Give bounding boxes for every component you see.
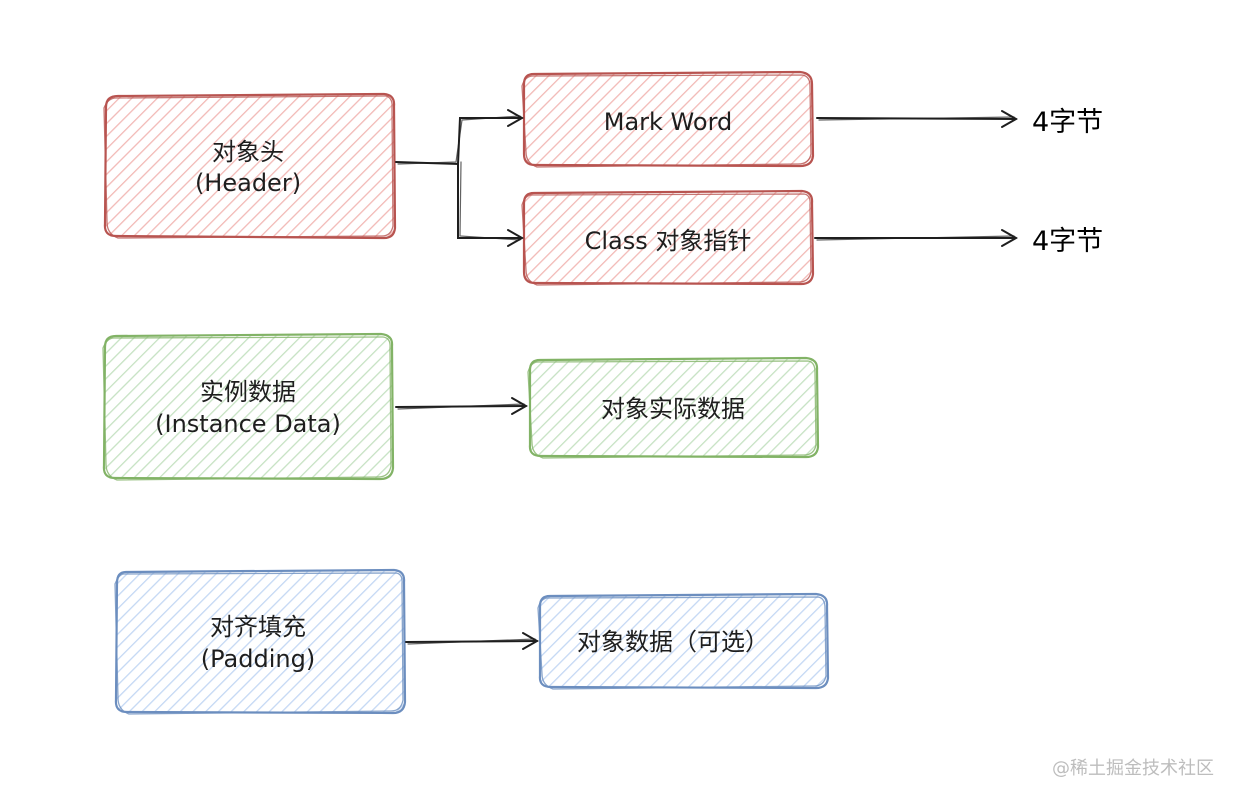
padding-data-label: 对象数据（可选） bbox=[577, 628, 769, 656]
instance-data-label-line1: 实例数据 bbox=[200, 378, 296, 406]
instance-actual-box-fill bbox=[529, 358, 818, 457]
instance-data-box-outline-2 bbox=[102, 336, 392, 481]
instance-actual-box-outline-2 bbox=[527, 360, 817, 459]
padding-box-outline-2 bbox=[114, 572, 404, 715]
arrow-mark-word-to-size bbox=[816, 110, 1019, 128]
mark-word-size-label: 4字节 bbox=[1032, 107, 1103, 138]
arrow-header-to-mark-word bbox=[395, 109, 525, 166]
instance-data-box: 实例数据 (Instance Data) bbox=[102, 332, 395, 481]
header-box: 对象头 (Header) bbox=[103, 92, 397, 240]
arrow-header-to-class-pointer bbox=[457, 161, 525, 247]
mark-word-box-outline-2 bbox=[521, 74, 812, 168]
padding-data-box-fill bbox=[539, 594, 828, 688]
mark-word-label: Mark Word bbox=[604, 108, 733, 136]
header-label-line2: (Header) bbox=[195, 169, 301, 197]
padding-box-fill bbox=[115, 570, 405, 713]
header-box-fill bbox=[104, 94, 395, 238]
watermark: @稀土掘金技术社区 bbox=[1052, 758, 1214, 779]
arrow-instance-data-to-actual bbox=[395, 397, 529, 415]
padding-data-box: 对象数据（可选） bbox=[537, 592, 830, 690]
class-pointer-size-label: 4字节 bbox=[1032, 226, 1103, 257]
padding-label-line2: (Padding) bbox=[201, 645, 315, 673]
padding-data-box-outline-2 bbox=[537, 596, 827, 690]
class-pointer-box: Class 对象指针 bbox=[521, 189, 815, 286]
class-pointer-label: Class 对象指针 bbox=[585, 227, 752, 255]
arrow-class-pointer-to-size bbox=[814, 229, 1019, 247]
class-pointer-box-fill bbox=[524, 191, 813, 284]
mark-word-box-fill bbox=[524, 72, 813, 166]
header-box-outline-2 bbox=[103, 95, 394, 239]
header-label-line1: 对象头 bbox=[212, 138, 284, 166]
instance-actual-label: 对象实际数据 bbox=[601, 395, 745, 423]
padding-box: 对齐填充 (Padding) bbox=[114, 568, 407, 715]
padding-label-line1: 对齐填充 bbox=[210, 613, 306, 641]
instance-data-label-line2: (Instance Data) bbox=[155, 410, 341, 438]
instance-data-box-fill bbox=[103, 334, 393, 479]
arrow-padding-to-padding-data bbox=[405, 632, 540, 650]
mark-word-box: Mark Word bbox=[521, 70, 815, 168]
class-pointer-box-outline-2 bbox=[521, 193, 812, 286]
instance-actual-box: 对象实际数据 bbox=[527, 356, 820, 459]
